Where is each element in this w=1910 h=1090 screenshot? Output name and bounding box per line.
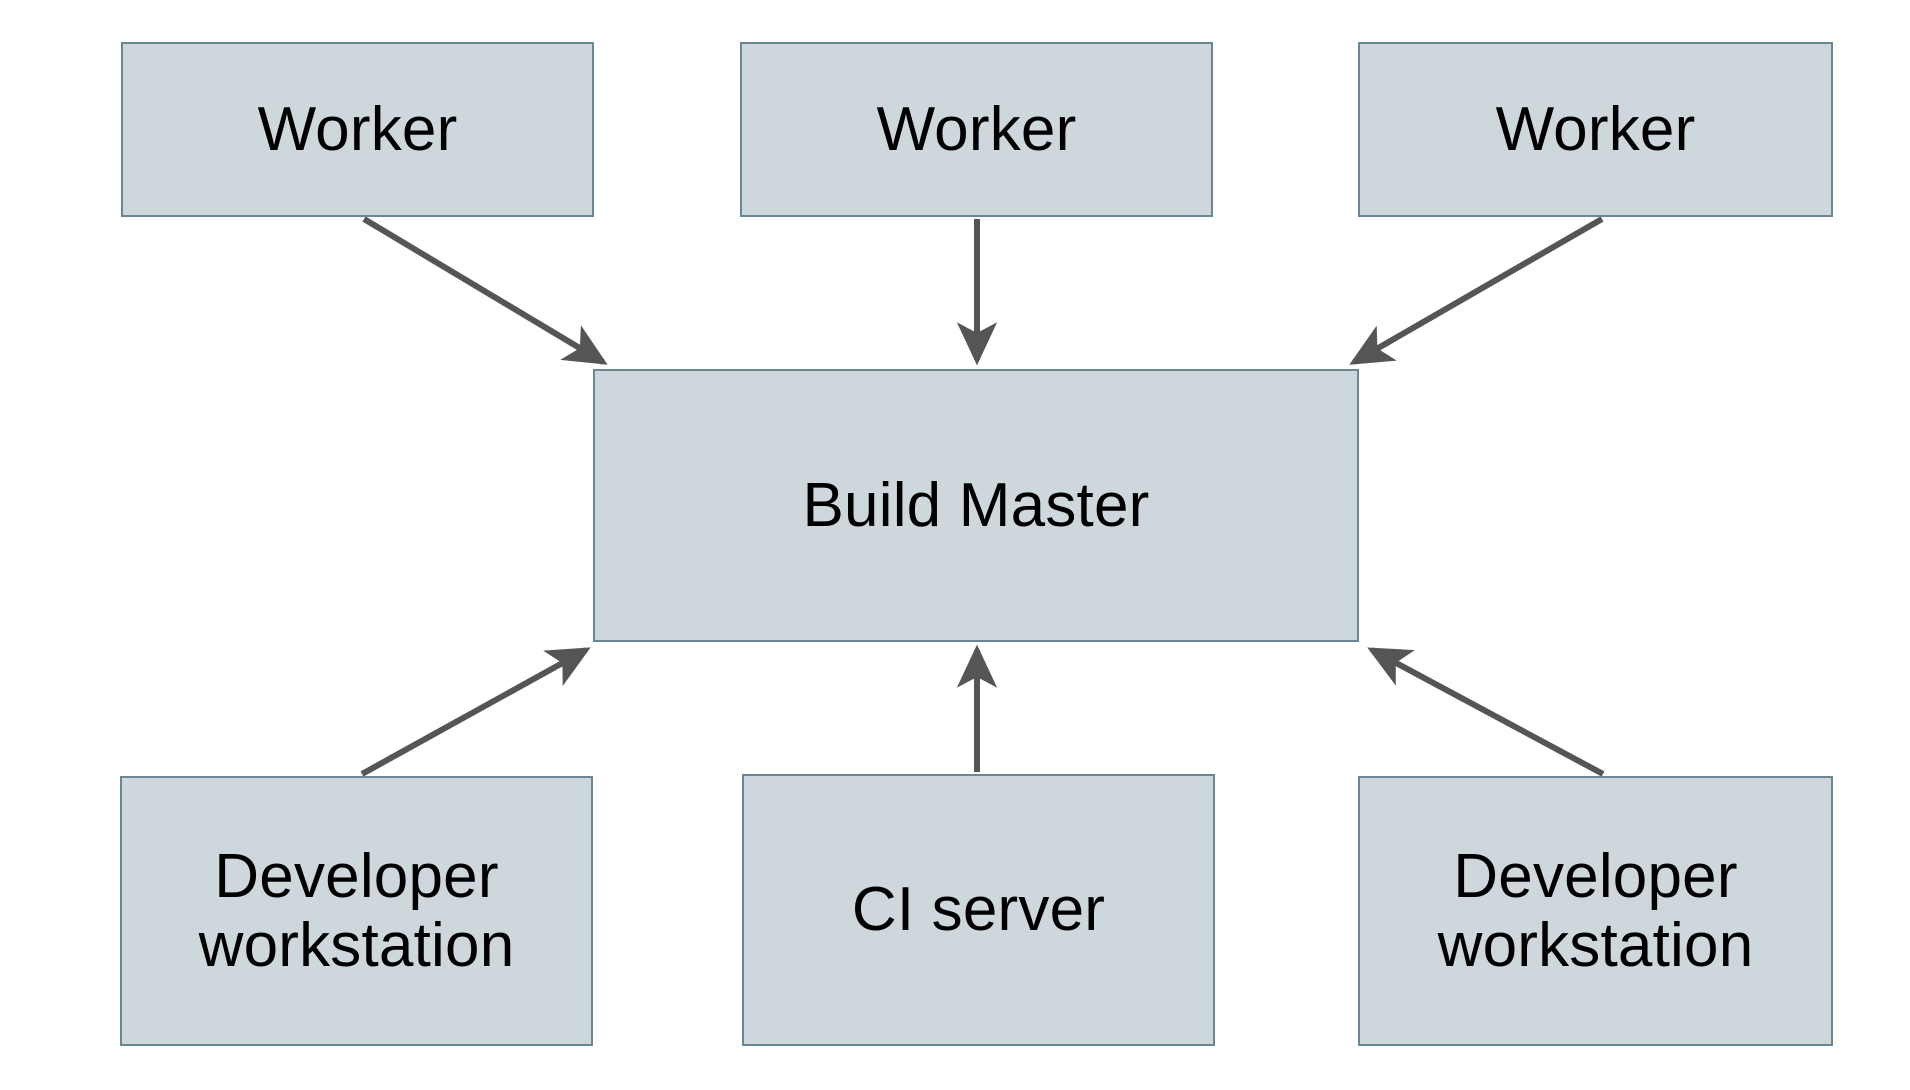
node-worker-2-label: Worker [876,94,1077,164]
edge-dev-right-to-build-master [1367,647,1605,777]
node-build-master[interactable]: Build Master [593,369,1359,642]
edge-dev-left-to-build-master [360,647,591,777]
node-worker-3[interactable]: Worker [1358,42,1833,217]
edge-worker-3-to-build-master [1349,216,1604,365]
node-developer-workstation-left[interactable]: Developer workstation [120,776,593,1046]
node-build-master-label: Build Master [802,470,1150,540]
node-developer-workstation-left-label: Developer workstation [198,841,515,980]
node-worker-3-label: Worker [1495,94,1696,164]
node-ci-server-label: CI server [851,875,1106,945]
node-ci-server[interactable]: CI server [742,774,1215,1046]
node-developer-workstation-right[interactable]: Developer workstation [1358,776,1833,1046]
node-worker-1-label: Worker [257,94,458,164]
node-developer-workstation-right-label: Developer workstation [1437,841,1754,980]
edge-worker-1-to-build-master [362,216,608,365]
node-worker-2[interactable]: Worker [740,42,1213,217]
node-worker-1[interactable]: Worker [121,42,594,217]
